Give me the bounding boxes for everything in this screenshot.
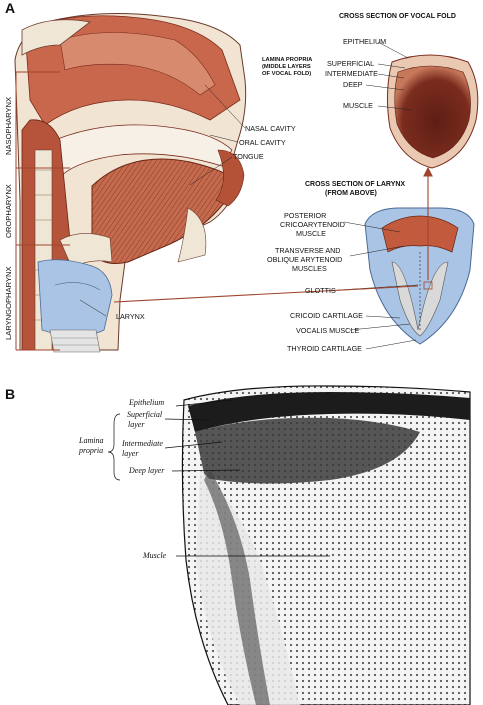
panel-a-letter: A — [5, 0, 16, 16]
label-nasal-cavity: NASAL CAVITY — [245, 124, 296, 133]
linking-arrows — [113, 166, 433, 303]
label-epithelium: EPITHELIUM — [343, 37, 387, 46]
b-label-superficial-2: layer — [128, 420, 145, 429]
pharynx-brackets — [15, 71, 70, 351]
b-label-intermediate-1: Intermediate — [122, 439, 163, 448]
label-transverse-3: MUSCLES — [292, 264, 327, 273]
label-posterior-1: POSTERIOR — [284, 211, 327, 220]
b-label-superficial-1: Superficial — [127, 410, 163, 419]
lamina-propria-line3: OF VOCAL FOLD) — [262, 71, 312, 77]
label-laryngopharynx: LARYNGOPHARYNX — [4, 266, 13, 340]
vocal-fold-section — [386, 54, 479, 169]
lamina-propria-line1: LAMINA PROPRIA — [262, 57, 313, 63]
label-glottis: GLOTTIS — [305, 286, 336, 295]
label-transverse-1: TRANSVERSE AND — [275, 246, 341, 255]
b-label-muscle: Muscle — [143, 551, 167, 560]
panel-b-leaders — [107, 399, 330, 557]
larynx-top-view — [364, 207, 475, 345]
label-posterior-3: MUSCLE — [296, 229, 326, 238]
larynx-title-line1: CROSS SECTION OF LARYNX — [305, 181, 406, 188]
head-sagittal-section — [14, 12, 247, 353]
label-oropharynx: OROPHARYNX — [4, 184, 13, 238]
label-vocalis-muscle: VOCALIS MUSCLE — [296, 326, 360, 335]
b-label-lamina-1: Lamina — [79, 436, 104, 445]
label-tongue: TONGUE — [233, 152, 264, 161]
lamina-propria-line2: (MIDDLE LAYERS — [262, 64, 311, 70]
b-label-epithelium: Epithelium — [129, 398, 165, 407]
label-thyroid-cartilage: THYROID CARTILAGE — [287, 344, 362, 353]
label-superficial: SUPERFICIAL — [327, 59, 375, 68]
label-posterior-2: CRICOARYTENOID — [280, 220, 345, 229]
label-transverse-2: OBLIQUE ARYTENOID — [267, 255, 343, 264]
panel-a-leaders — [79, 41, 419, 350]
panel-b-letter: B — [5, 386, 16, 402]
label-nasopharynx: NASOPHARYNX — [4, 96, 13, 155]
vocal-fold-title: CROSS SECTION OF VOCAL FOLD — [339, 13, 456, 20]
label-cricoid-cartilage: CRICOID CARTILAGE — [290, 311, 363, 320]
b-label-intermediate-2: layer — [122, 449, 139, 458]
label-muscle: MUSCLE — [343, 101, 373, 110]
label-deep: DEEP — [343, 80, 363, 89]
b-label-lamina-2: propria — [79, 446, 104, 455]
label-larynx: LARYNX — [116, 312, 145, 321]
vocal-fold-micrograph — [181, 385, 471, 705]
larynx-title-line2: (FROM ABOVE) — [325, 190, 377, 197]
b-label-deep: Deep layer — [129, 466, 165, 475]
label-intermediate: INTERMEDIATE — [325, 69, 378, 78]
label-oral-cavity: ORAL CAVITY — [239, 138, 286, 147]
